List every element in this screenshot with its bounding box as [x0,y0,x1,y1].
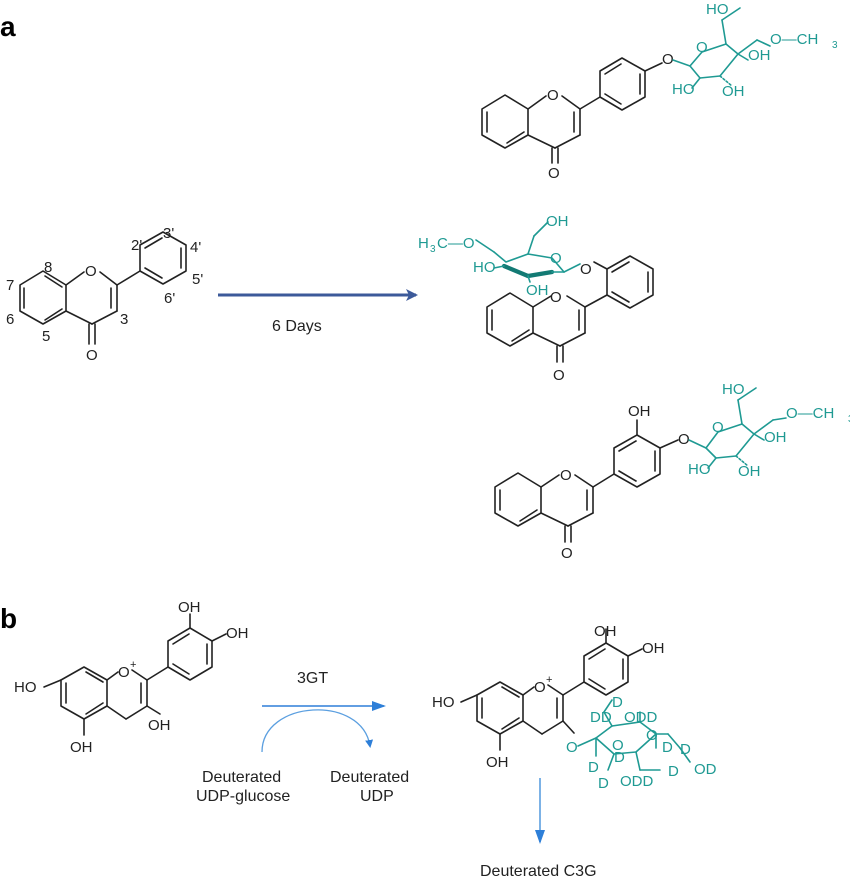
c3g-d-7: D [680,741,691,758]
donor-line2: UDP-glucose [196,788,290,805]
c3g-5-oh: OH [486,754,509,771]
cyanidin-7-oh: HO [14,679,37,696]
p1-ring-oxygen: O [547,87,559,104]
position-2prime: 2' [131,237,142,254]
c3g-dd-1: DD [590,709,612,726]
p3-methoxy: O—CH [786,405,834,422]
p1-carbonyl-oxygen: O [548,165,560,182]
product-label: Deuterated C3G [480,863,597,880]
cyanidin-charge: + [130,659,136,671]
c3g-d-4: D [614,749,625,766]
p1-methoxy-sub: 3 [832,40,838,51]
c3g-3prime-oh: OH [594,623,617,640]
p2-oh-bottom: OH [526,282,549,299]
c3g-glycosidic-o: O [566,739,578,756]
p1-ho-top: HO [706,1,729,18]
c3g-d-5: D [598,775,609,792]
position-6prime: 6' [164,290,175,307]
p3-carbonyl-oxygen: O [561,545,573,562]
byproduct-line1: Deuterated [330,769,409,786]
flavone-ring-oxygen: O [85,263,97,280]
position-8: 8 [44,259,52,276]
position-5: 5 [42,328,50,345]
position-3: 3 [120,311,128,328]
p3-ho-bottom: HO [688,461,711,478]
c3g-charge: + [546,674,552,686]
c3g-od-1: OD [694,761,717,778]
byproduct-line2: UDP [360,788,394,805]
p1-methoxy: O—CH [770,31,818,48]
c3g-d-1: D [612,694,623,711]
position-3prime: 3' [163,225,174,242]
c3g-7-oh: HO [432,694,455,711]
p3-sugar: HO O O—CH 3 OH HO OH [688,381,850,480]
c3g-odd-1: ODD [624,709,658,726]
c3g-sugar-o-2: O [612,737,624,754]
p1-oh-right: OH [748,47,771,64]
panel-label-b: b [0,603,17,634]
position-7: 7 [6,277,14,294]
p2-ring-oxygen: O [550,289,562,306]
p2-carbonyl-oxygen: O [553,367,565,384]
p2-sugar: OH O H 3 C—O HO OH [418,213,581,299]
p2-sugar-ring-o: O [550,250,562,267]
p1-oh-bottom: OH [722,83,745,100]
p2-methyl-h: H [418,235,429,252]
product-4prime-glucoside: O O O [481,51,674,182]
c3g-flavylium-o: O [534,679,546,696]
cyanidin-3prime-oh: OH [178,599,201,616]
position-4prime: 4' [190,239,201,256]
c3g-odd-2: ODD [620,773,654,790]
c3g-d-3: D [588,759,599,776]
arrow-label-days: 6 Days [272,318,322,335]
product-2prime-glucoside: O O O [486,255,654,384]
donor-line1: Deuterated [202,769,281,786]
c3g-sugar-ring-o: O [646,727,658,744]
p2-methyl-sub: 3 [430,244,436,255]
p1-sugar-ring-o: O [696,39,708,56]
product-4prime-glucoside-3prime-oh: O O OH O [494,403,690,562]
p2-ho-left: HO [473,259,496,276]
c3g-d-6: D [668,763,679,780]
p3-oh-right: OH [764,429,787,446]
p2-methyl-tail: C—O [437,235,475,252]
cyanidin-3-oh: OH [148,717,171,734]
p3-ho-top: HO [722,381,745,398]
cyanidin-5-oh: OH [70,739,93,756]
p3-oh-bottom: OH [738,463,761,480]
cyanidin-structure: O + HO OH OH OH OH [14,599,249,756]
position-5prime: 5' [192,271,203,288]
cyanidin-4prime-oh: OH [226,625,249,642]
cofactor-arrow [261,709,374,753]
p1-sugar: HO O O—CH 3 OH HO OH [672,1,838,100]
p3-oh-3prime: OH [628,403,651,420]
flavone-carbonyl-oxygen: O [86,347,98,364]
p2-glycosidic-oxygen: O [580,261,592,278]
position-6: 6 [6,311,14,328]
enzyme-label: 3GT [297,670,328,687]
p3-ring-oxygen: O [560,467,572,484]
p3-methoxy-sub: 3 [848,414,850,425]
c3g-structure: O + HO OH OH OH [432,623,665,771]
c3g-4prime-oh: OH [642,640,665,657]
p3-sugar-ring-o: O [712,419,724,436]
p1-ho-bottom: HO [672,81,695,98]
c3g-d-2: D [662,739,673,756]
p2-oh-top: OH [546,213,569,230]
cyanidin-flavylium-o: O [118,664,130,681]
p1-glycosidic-oxygen: O [662,51,674,68]
flavone-structure: O O 2' 3' 4' 5' 6' 3 5 6 7 8 [6,225,203,364]
c3g-deuterated-sugar: O DD D ODD O D O D D D ODD D D OD [566,694,717,792]
p3-glycosidic-oxygen: O [678,431,690,448]
panel-label-a: a [0,11,16,42]
